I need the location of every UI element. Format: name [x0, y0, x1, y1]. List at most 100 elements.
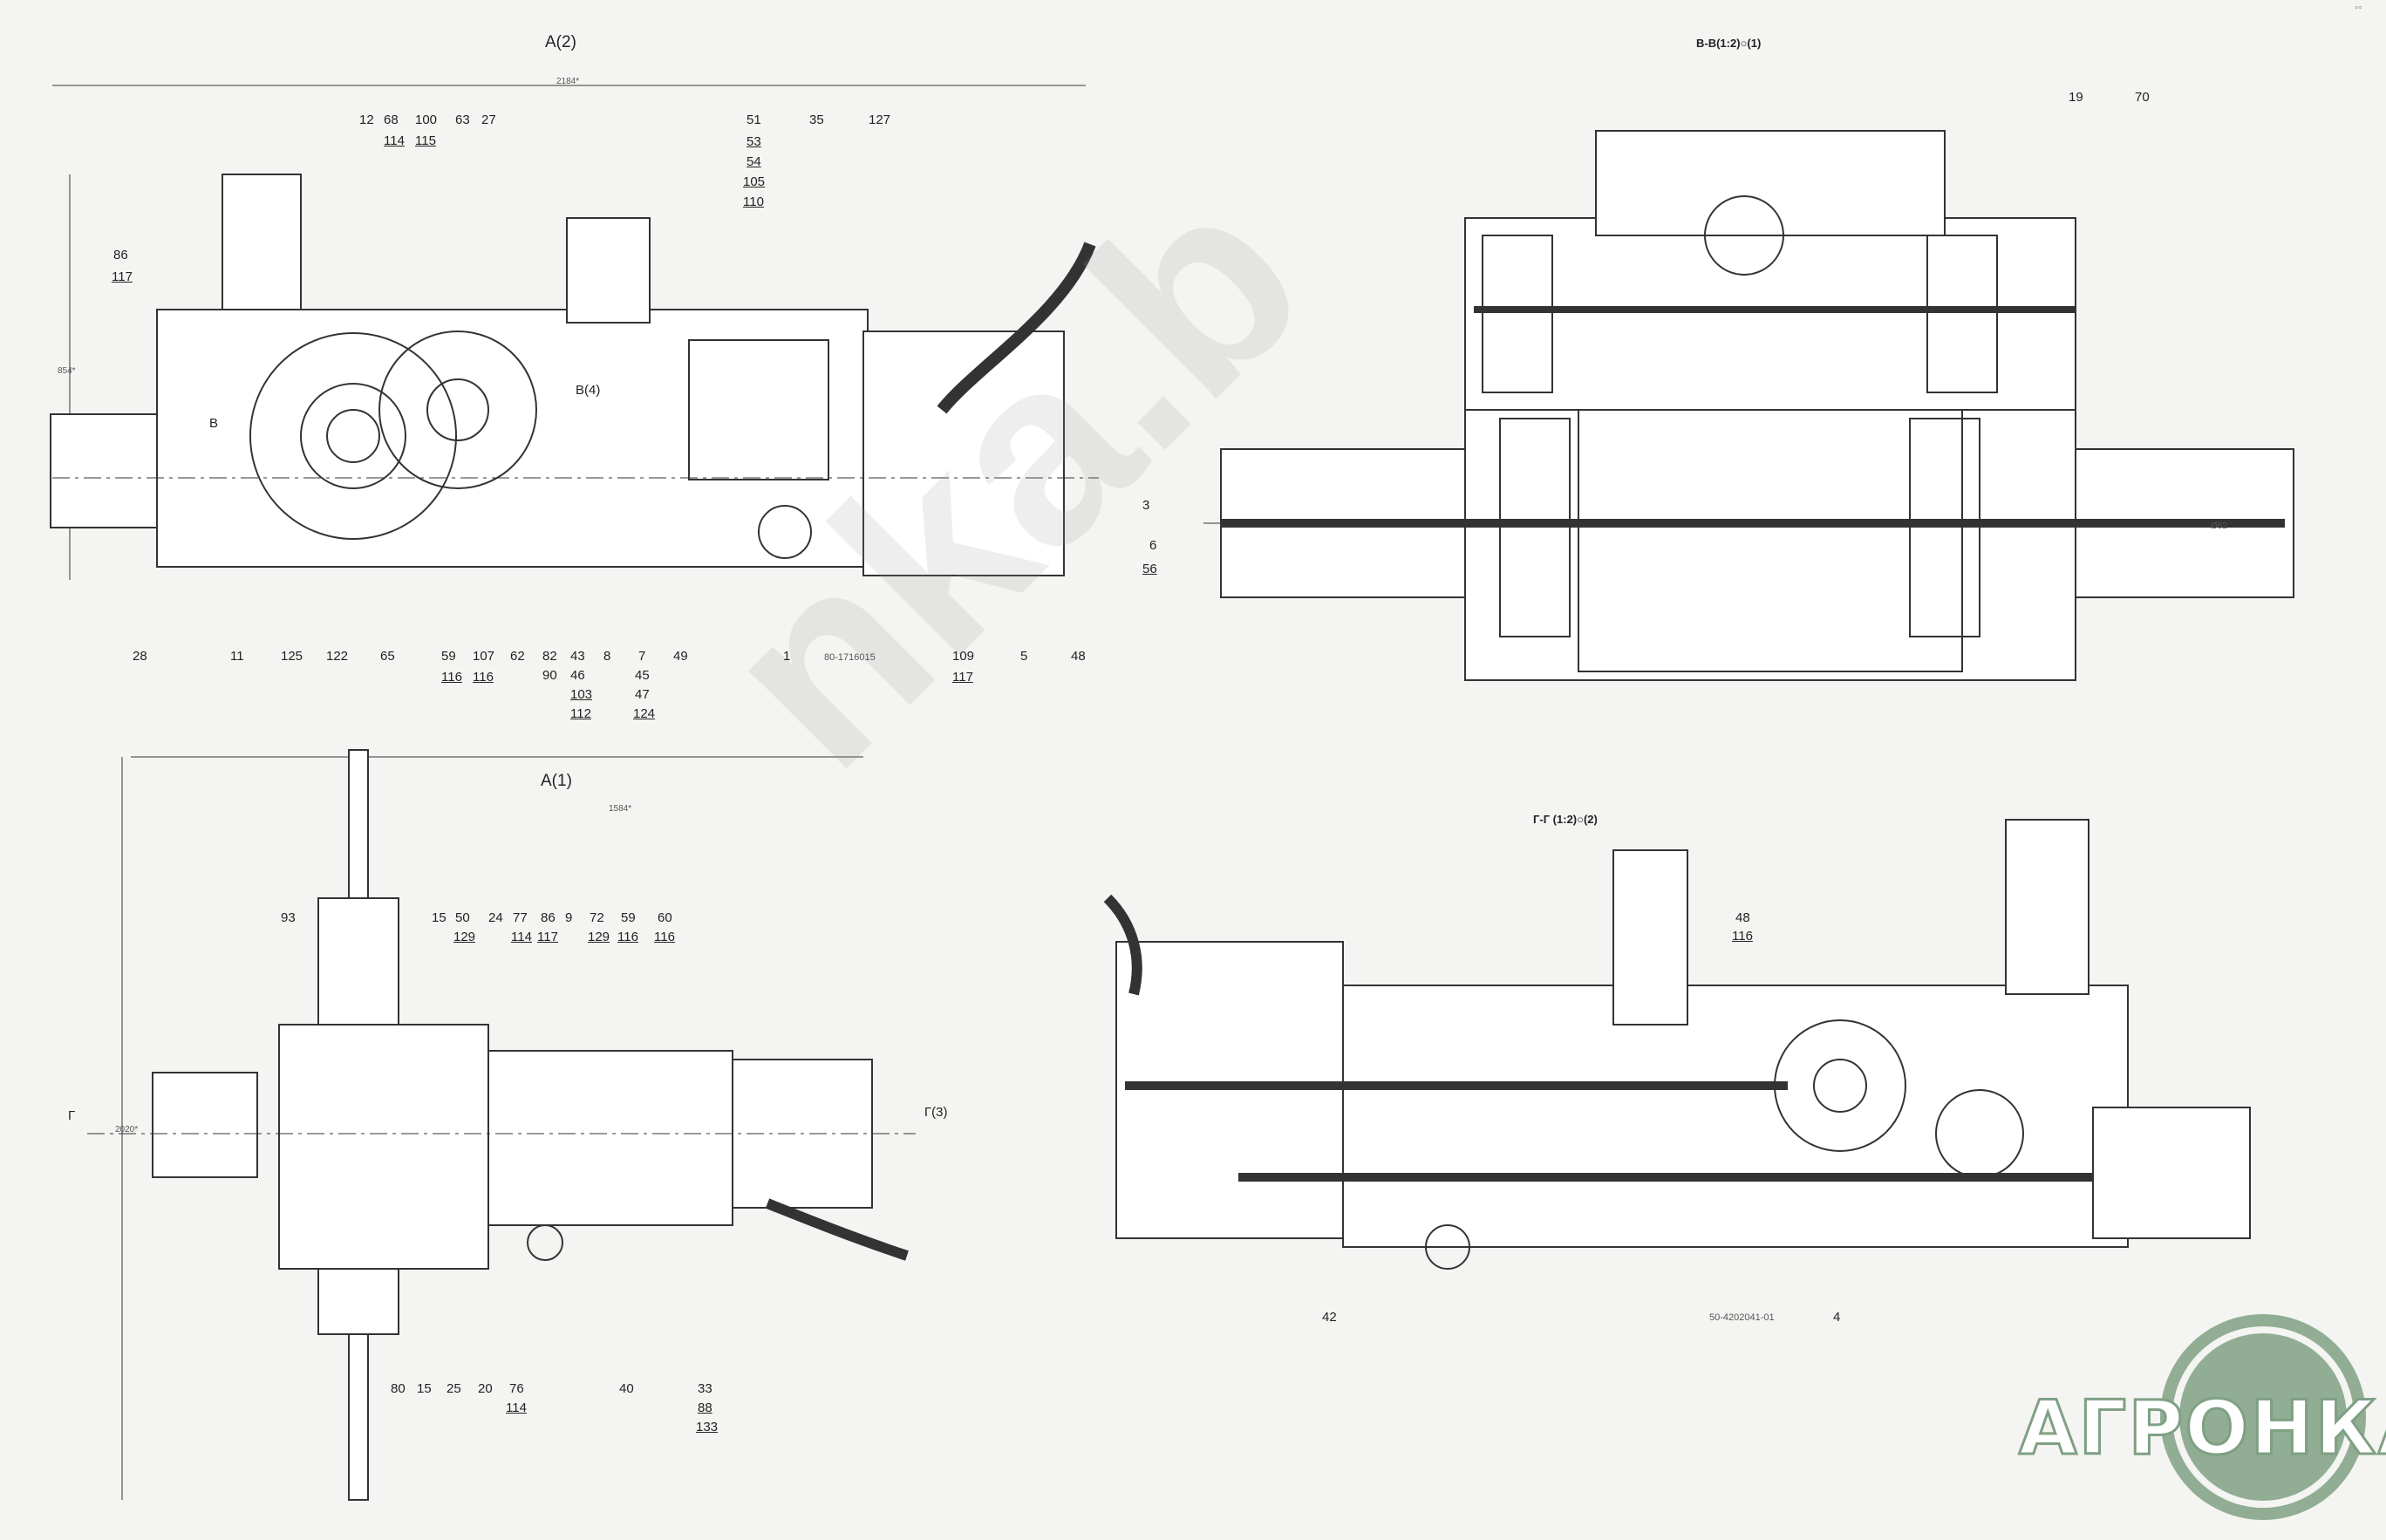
- callout: 93: [281, 910, 296, 925]
- section-g-drawing: [1103, 819, 2251, 1270]
- callout: 43: [570, 649, 585, 664]
- callout: 51: [746, 112, 761, 127]
- callout: 65: [380, 649, 395, 664]
- callout: 25: [447, 1381, 461, 1396]
- callout: 45: [635, 668, 650, 683]
- top-view-title: A(1): [541, 772, 572, 790]
- callout: 15: [432, 910, 447, 925]
- callout: 12: [359, 112, 374, 127]
- callout: 110: [743, 194, 764, 209]
- callout: 40: [619, 1381, 634, 1396]
- callout: 115: [415, 133, 436, 148]
- callout: 27: [481, 112, 496, 127]
- callout: 77: [513, 910, 528, 925]
- callout: 125: [281, 649, 303, 664]
- callout: 86: [541, 910, 556, 925]
- callout: 49: [673, 649, 688, 664]
- callout: 50: [455, 910, 470, 925]
- callout: 68: [384, 112, 399, 127]
- callout: 24: [488, 910, 503, 925]
- callout: 129: [453, 930, 476, 944]
- callout: 3: [1142, 498, 1150, 513]
- callout: 112: [570, 706, 591, 721]
- section-b-title: B-B(1:2)○(1): [1696, 37, 1762, 50]
- side-mark-b: B: [209, 416, 219, 431]
- callout: 107: [473, 649, 495, 664]
- side-view-title: A(2): [545, 33, 576, 51]
- callout: 103: [570, 687, 593, 702]
- callout: 100: [415, 112, 438, 127]
- corner-mark: °°: [2355, 5, 2362, 16]
- top-height-dim: 2020*: [115, 1125, 139, 1135]
- callout: 109: [952, 649, 975, 664]
- callout: 122: [326, 649, 349, 664]
- callout: 116: [654, 930, 675, 944]
- callout: 105: [743, 174, 766, 189]
- callout: 20: [478, 1381, 493, 1396]
- callout: 114: [506, 1400, 527, 1415]
- callout: 56: [1142, 562, 1157, 576]
- callout: 114: [511, 930, 532, 944]
- top-right-mark: Г(3): [924, 1105, 948, 1120]
- callout: 82: [542, 649, 557, 664]
- callout: 88: [698, 1400, 712, 1415]
- callout: 54: [746, 154, 761, 169]
- callout: 117: [112, 269, 133, 284]
- callout: 117: [952, 670, 973, 685]
- side-width-dim: 2184*: [556, 77, 580, 86]
- callout: 48: [1071, 649, 1086, 664]
- callout: 62: [510, 649, 525, 664]
- callout: 46: [570, 668, 585, 683]
- callout: 35: [809, 112, 824, 127]
- callout: 90: [542, 668, 557, 683]
- section-g-title: Г-Г (1:2)○(2): [1533, 813, 1598, 826]
- callout: 76: [509, 1381, 524, 1396]
- callout: 59: [621, 910, 636, 925]
- agronka-logo: [2160, 1314, 2366, 1520]
- section-b-diameter: Ø62: [2211, 521, 2227, 531]
- callout: 42: [1322, 1310, 1337, 1325]
- callout: 129: [588, 930, 610, 944]
- top-width-dim: 1584*: [609, 804, 632, 814]
- callout: 72: [590, 910, 604, 925]
- callout: 28: [133, 649, 147, 664]
- callout: 70: [2135, 90, 2150, 105]
- side-height-dim: 854*: [58, 366, 76, 376]
- callout: 60: [658, 910, 672, 925]
- callout: 9: [565, 910, 573, 925]
- callout: 59: [441, 649, 456, 664]
- callout: 116: [617, 930, 638, 944]
- callout: 5: [1020, 649, 1028, 664]
- callout: 15: [417, 1381, 432, 1396]
- callout: 1: [783, 649, 791, 664]
- side-view-drawing: [50, 85, 1099, 580]
- callout: 114: [384, 133, 405, 148]
- callout: 117: [537, 930, 558, 944]
- callout: 86: [113, 248, 128, 262]
- callout: 4: [1833, 1310, 1841, 1325]
- callout: 133: [696, 1420, 719, 1434]
- callout: 19: [2069, 90, 2083, 105]
- callout: 11: [230, 649, 244, 664]
- callout: 6: [1149, 538, 1157, 553]
- callout: 53: [746, 134, 761, 149]
- top-left-mark: Г: [68, 1108, 76, 1123]
- top-view-drawing: [87, 749, 916, 1501]
- callout: 116: [473, 670, 494, 685]
- section-b-drawing: [1203, 130, 2294, 681]
- section-mark-b4: B(4): [576, 383, 601, 398]
- callout: 7: [638, 649, 646, 664]
- callout: 8: [603, 649, 611, 664]
- callout: 127: [869, 112, 891, 127]
- callout: 47: [635, 687, 650, 702]
- section-g-part-number: 50-4202041-01: [1709, 1312, 1775, 1323]
- callout: 48: [1735, 910, 1750, 925]
- callout: 116: [1732, 929, 1753, 944]
- callout: 116: [441, 670, 462, 685]
- callout: 63: [455, 112, 470, 127]
- callout: 80: [391, 1381, 406, 1396]
- logo-text: АГРОНКА: [2017, 1384, 2386, 1474]
- side-part-number: 80-1716015: [824, 652, 876, 663]
- callout: 33: [698, 1381, 712, 1396]
